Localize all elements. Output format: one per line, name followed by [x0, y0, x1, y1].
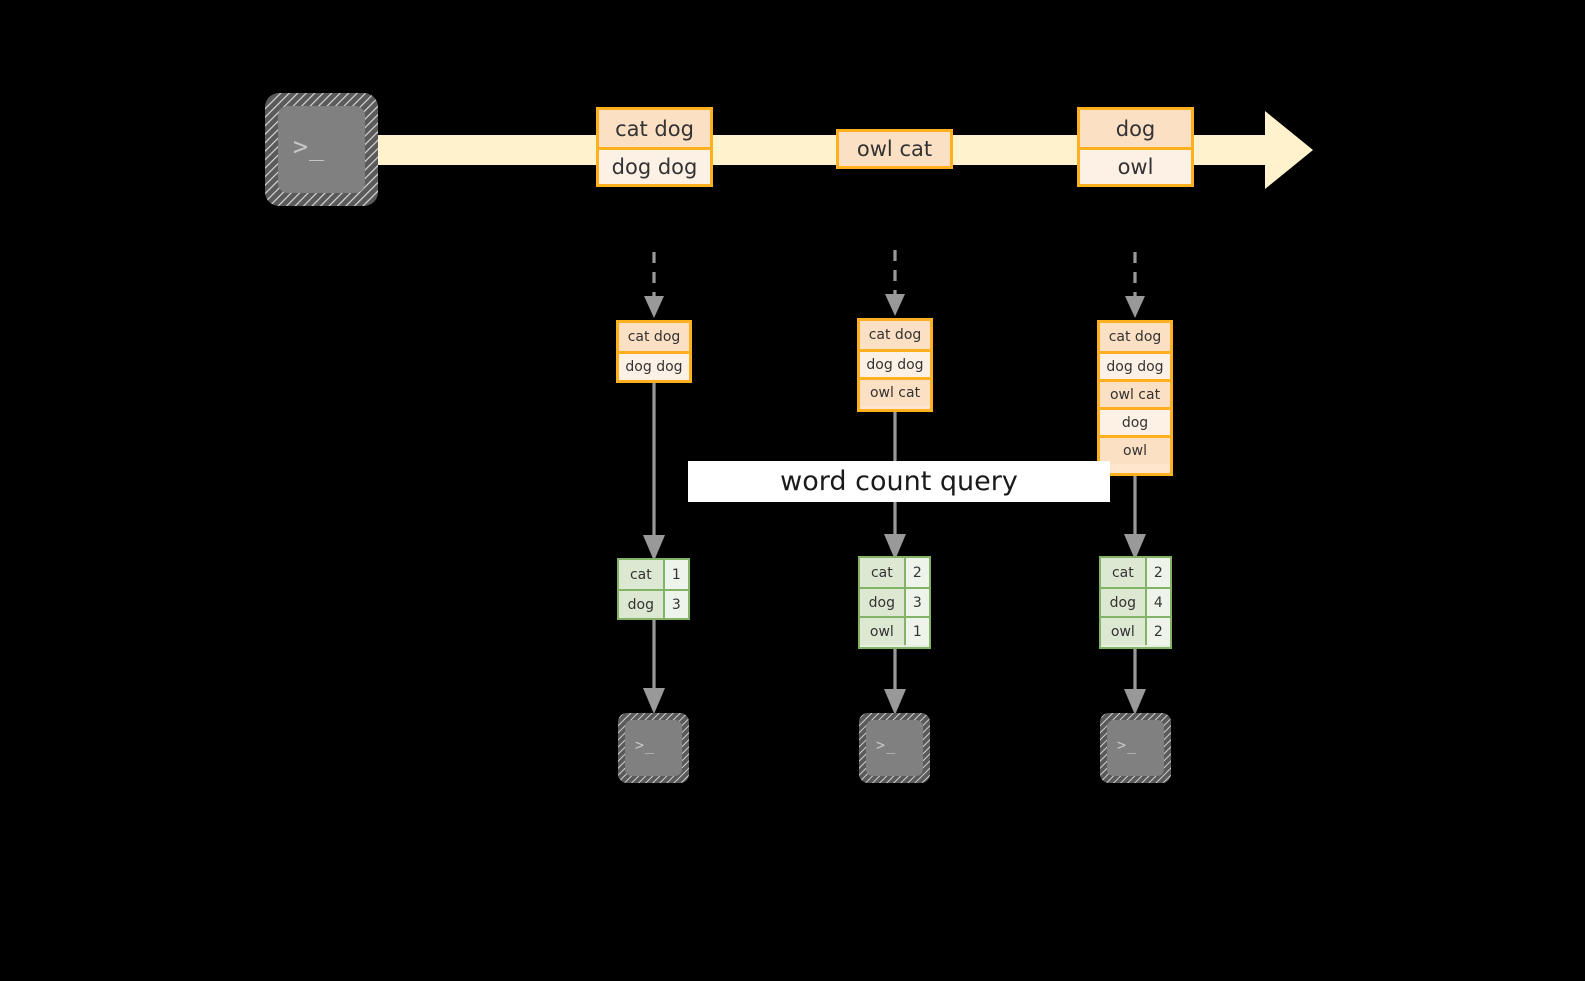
stream-event-line: cat dog: [599, 110, 710, 147]
terminal-prompt-icon: >_: [293, 132, 326, 161]
result-count: 4: [1144, 589, 1170, 616]
result-row: dog 3: [619, 589, 688, 618]
snapshot-input-line: cat dog: [860, 321, 930, 349]
snapshot-2-sink-terminal: >_: [858, 712, 931, 784]
snapshot-3-sink-terminal: >_: [1099, 712, 1172, 784]
result-count: 3: [903, 589, 929, 616]
snapshot-input-line: dog: [1100, 407, 1170, 435]
result-row: cat 2: [860, 558, 929, 587]
result-row: cat 1: [619, 560, 688, 589]
result-count: 2: [1144, 618, 1170, 645]
result-count: 3: [662, 591, 688, 618]
stream-event-group-1: cat dog dog dog: [596, 107, 713, 187]
snapshot-input-line: owl: [1100, 435, 1170, 464]
snapshot-3-result-table: cat 2 dog 4 owl 2: [1099, 556, 1172, 649]
result-count: 1: [662, 560, 688, 589]
stream-event-line: dog: [1080, 110, 1191, 147]
snapshot-1-result-table: cat 1 dog 3: [617, 558, 690, 620]
result-row: cat 2: [1101, 558, 1170, 587]
snapshot-3-input-table: cat dog dog dog owl cat dog owl: [1097, 320, 1173, 476]
stream-to-snapshot-connector-1: [639, 252, 669, 322]
source-terminal: >_: [264, 92, 379, 207]
result-count: 2: [903, 558, 929, 587]
result-word: cat: [1101, 558, 1145, 587]
result-row: dog 3: [860, 587, 929, 616]
result-count: 2: [1144, 558, 1170, 587]
result-word: owl: [1101, 618, 1145, 645]
stream-to-snapshot-connector-2: [880, 250, 910, 320]
snapshot-input-line: cat dog: [619, 323, 689, 351]
snapshot-2-input-table: cat dog dog dog owl cat: [857, 318, 933, 412]
snapshot-2-result-table: cat 2 dog 3 owl 1: [858, 556, 931, 649]
terminal-prompt-icon: >_: [876, 736, 897, 754]
result-row: owl 2: [1101, 616, 1170, 645]
query-label: word count query: [688, 461, 1110, 502]
sink-connector-3: [1120, 649, 1150, 717]
snapshot-input-line: dog dog: [860, 349, 930, 377]
result-row: owl 1: [860, 616, 929, 645]
terminal-prompt-icon: >_: [1117, 736, 1138, 754]
result-word: cat: [619, 560, 663, 589]
snapshot-1-sink-terminal: >_: [617, 712, 690, 784]
stream-event-line: dog dog: [599, 147, 710, 184]
snapshot-1-input-table: cat dog dog dog: [616, 320, 692, 383]
snapshot-input-line: dog dog: [1100, 351, 1170, 379]
snapshot-input-line: cat dog: [1100, 323, 1170, 351]
result-word: owl: [860, 618, 904, 645]
terminal-prompt-icon: >_: [635, 736, 656, 754]
query-connector-1: [639, 383, 669, 563]
result-row: dog 4: [1101, 587, 1170, 616]
sink-connector-2: [880, 649, 910, 717]
result-word: dog: [619, 591, 663, 618]
result-word: dog: [860, 589, 904, 616]
stream-event-line: owl: [1080, 147, 1191, 184]
result-word: dog: [1101, 589, 1145, 616]
result-count: 1: [903, 618, 929, 645]
stream-event-line: owl cat: [839, 132, 950, 166]
snapshot-input-line: owl cat: [860, 377, 930, 406]
snapshot-input-line: dog dog: [619, 351, 689, 380]
query-connector-3: [1120, 476, 1150, 562]
snapshot-input-line: owl cat: [1100, 379, 1170, 407]
stream-event-group-3: dog owl: [1077, 107, 1194, 187]
result-word: cat: [860, 558, 904, 587]
stream-event-group-2: owl cat: [836, 129, 953, 169]
sink-connector-1: [639, 620, 669, 716]
stream-to-snapshot-connector-3: [1120, 252, 1150, 322]
